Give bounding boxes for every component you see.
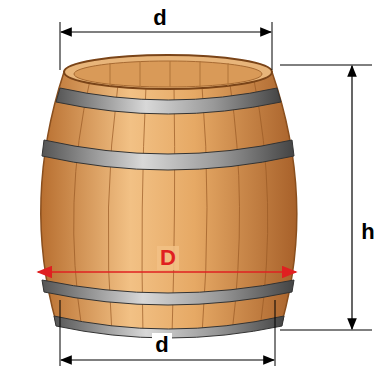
dimension-label: d xyxy=(152,333,171,357)
dimension-label: D xyxy=(157,246,179,270)
dimension-label: d xyxy=(150,6,169,30)
dimension-label: h xyxy=(358,220,377,244)
